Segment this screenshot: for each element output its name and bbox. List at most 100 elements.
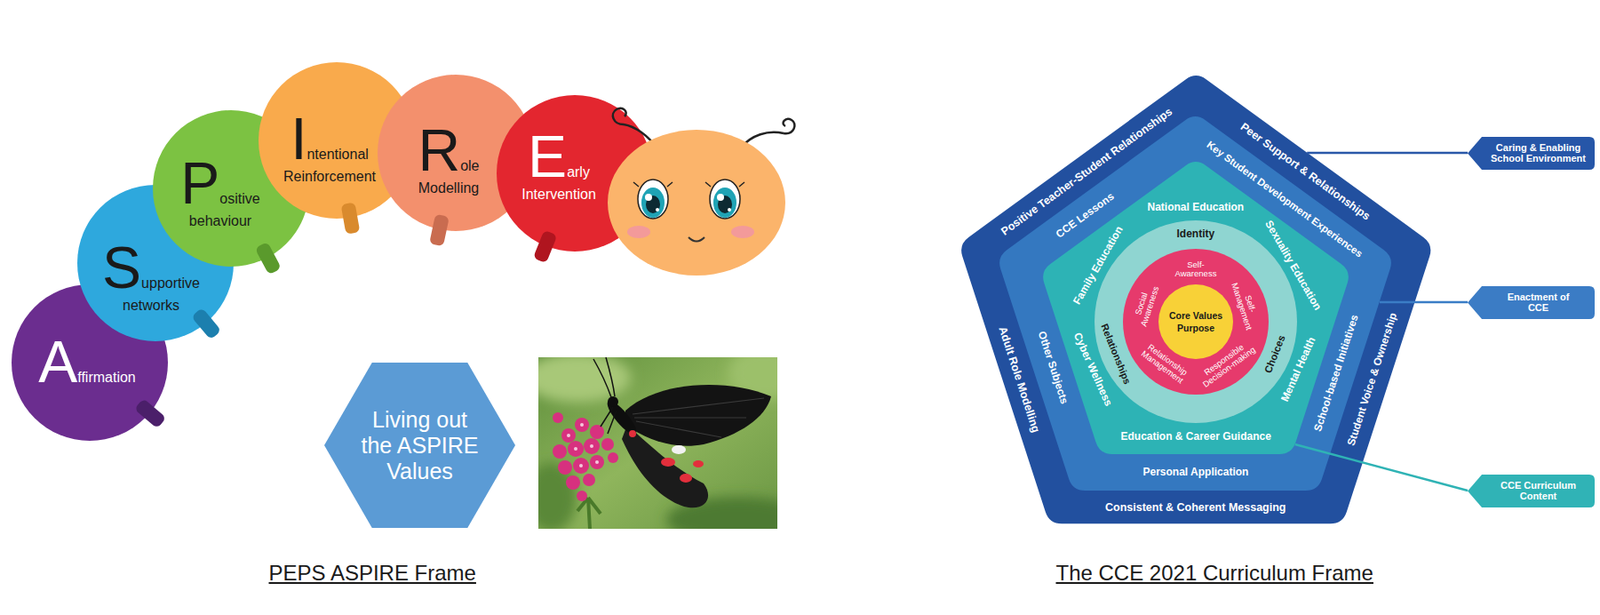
- graphic-part: [601, 437, 614, 451]
- graphic-part: [716, 193, 725, 201]
- circle-fill: [1094, 220, 1298, 423]
- graphic-part: [574, 417, 590, 432]
- graphic-part: [621, 424, 709, 508]
- frame-pentagon: CCE LessonsKey Student Development Exper…: [996, 112, 1394, 491]
- circle-fill: [1158, 284, 1234, 359]
- caterpillar-face: [607, 108, 795, 276]
- graphic-part: [580, 422, 584, 427]
- graphic-part: [671, 445, 686, 454]
- value-word: ffirmation: [77, 369, 136, 385]
- initial-letter: P: [180, 150, 220, 216]
- shape-outline: [1467, 286, 1595, 319]
- graphic-part: [557, 460, 573, 475]
- aspire-word: Affirmation: [20, 331, 154, 393]
- graphic-part: [688, 237, 705, 242]
- graphic-part: [552, 444, 567, 459]
- tag-fill: [1467, 136, 1595, 170]
- graphic-part: [134, 398, 167, 429]
- graphic-part: [607, 396, 619, 407]
- ring-label: Identity: [1176, 228, 1215, 241]
- frame-pentagon: Positive Teacher-Student RelationshipsPe…: [958, 71, 1433, 524]
- frame-caption: PEPS ASPIRE Frame: [269, 560, 477, 586]
- initial-letter: E: [527, 123, 567, 190]
- pentagon-fill: [961, 75, 1431, 524]
- graphic-part: [538, 357, 778, 529]
- graphic-part: [595, 460, 599, 464]
- initial-letter: R: [417, 117, 461, 184]
- graphic-part: [589, 454, 605, 470]
- callout-text: Caring & Enabling School Environment: [1486, 142, 1592, 165]
- graphic-part: [605, 357, 615, 397]
- graphic-part: [429, 214, 450, 247]
- graphic-part: [731, 225, 755, 239]
- hexagon-fill: [324, 362, 516, 528]
- ring-label: Core Values: [1169, 310, 1223, 321]
- graphic-part: [573, 457, 590, 474]
- ring-label: Self-Awareness: [1173, 260, 1218, 279]
- initial-letter: I: [290, 105, 307, 172]
- graphic-part: [567, 440, 584, 457]
- graphic-part: [655, 207, 660, 212]
- graphic-part: [632, 398, 765, 438]
- graphic-part: [612, 108, 627, 125]
- aspire-word: Positive behaviour: [165, 152, 277, 230]
- frame-ring: IdentityChoicesRelationshipsSelf-Awarene…: [1094, 220, 1298, 423]
- aspire-word: Intentional Reinforcement: [276, 108, 383, 185]
- hexagon-label: Living out the ASPIRE Values: [355, 406, 485, 484]
- band-label: Consistent & Coherent Messaging: [1105, 501, 1287, 514]
- callout-tag: Caring & Enabling School Environment: [1467, 136, 1595, 170]
- band-label: Personal Application: [1142, 466, 1249, 479]
- ring-label: Purpose: [1177, 322, 1215, 334]
- graphic-part: [644, 193, 653, 201]
- frame-ring: Core ValuesPurpose: [1158, 284, 1234, 359]
- tag-fill: [1467, 474, 1595, 508]
- graphic-part: [607, 452, 619, 463]
- band-label: Education & Career Guidance: [1120, 430, 1271, 444]
- graphic-part: [254, 241, 282, 276]
- aspire-word: Role Modelling: [399, 119, 498, 197]
- pentagon-fill: [1000, 116, 1393, 491]
- graphic-part: [583, 437, 600, 454]
- graphic-part: [565, 475, 581, 490]
- graphic-part: [552, 412, 564, 423]
- butterfly: [593, 357, 772, 508]
- graphic-part: [538, 461, 578, 529]
- graphic-part: [625, 384, 772, 446]
- graphic-part: [582, 473, 596, 486]
- leader-connector: [1295, 444, 1468, 491]
- frame-pentagon: National EducationSexuality EducationMen…: [1040, 158, 1352, 454]
- callout-tag: CCE Curriculum Content: [1467, 474, 1595, 508]
- graphic-part: [573, 446, 578, 451]
- graphic-part: [633, 182, 745, 187]
- graphic-part: [191, 307, 222, 340]
- graphic-part: [637, 179, 669, 219]
- callout-text: CCE Curriculum Content: [1489, 479, 1588, 502]
- shape-outline: [1158, 284, 1234, 359]
- graphic-part: [566, 433, 571, 438]
- graphic-part: [566, 422, 599, 468]
- photo-content: [538, 357, 778, 529]
- leader-connector: [1379, 301, 1468, 304]
- initial-letter: S: [102, 234, 142, 301]
- caterpillar-legs: [134, 202, 558, 430]
- graphic-part: [679, 473, 693, 483]
- graphic-part: [783, 119, 796, 134]
- graphic-part: [533, 230, 558, 264]
- aspire-word: Early Intervention: [509, 126, 608, 203]
- graphic-part: [641, 187, 665, 218]
- graphic-part: [552, 412, 619, 502]
- graphic-part: [589, 444, 594, 448]
- values-hexagon: Living out the ASPIRE Values: [324, 362, 516, 528]
- pentagon-fill: [1042, 161, 1349, 454]
- initial-letter: A: [38, 328, 78, 395]
- graphic-part: [713, 187, 737, 218]
- callout-text: Enactment of CCE: [1507, 291, 1570, 314]
- graphic-part: [727, 207, 732, 212]
- graphic-part: [607, 129, 786, 276]
- graphic-part: [628, 429, 637, 438]
- graphic-part: [538, 357, 631, 403]
- graphic-part: [341, 202, 361, 235]
